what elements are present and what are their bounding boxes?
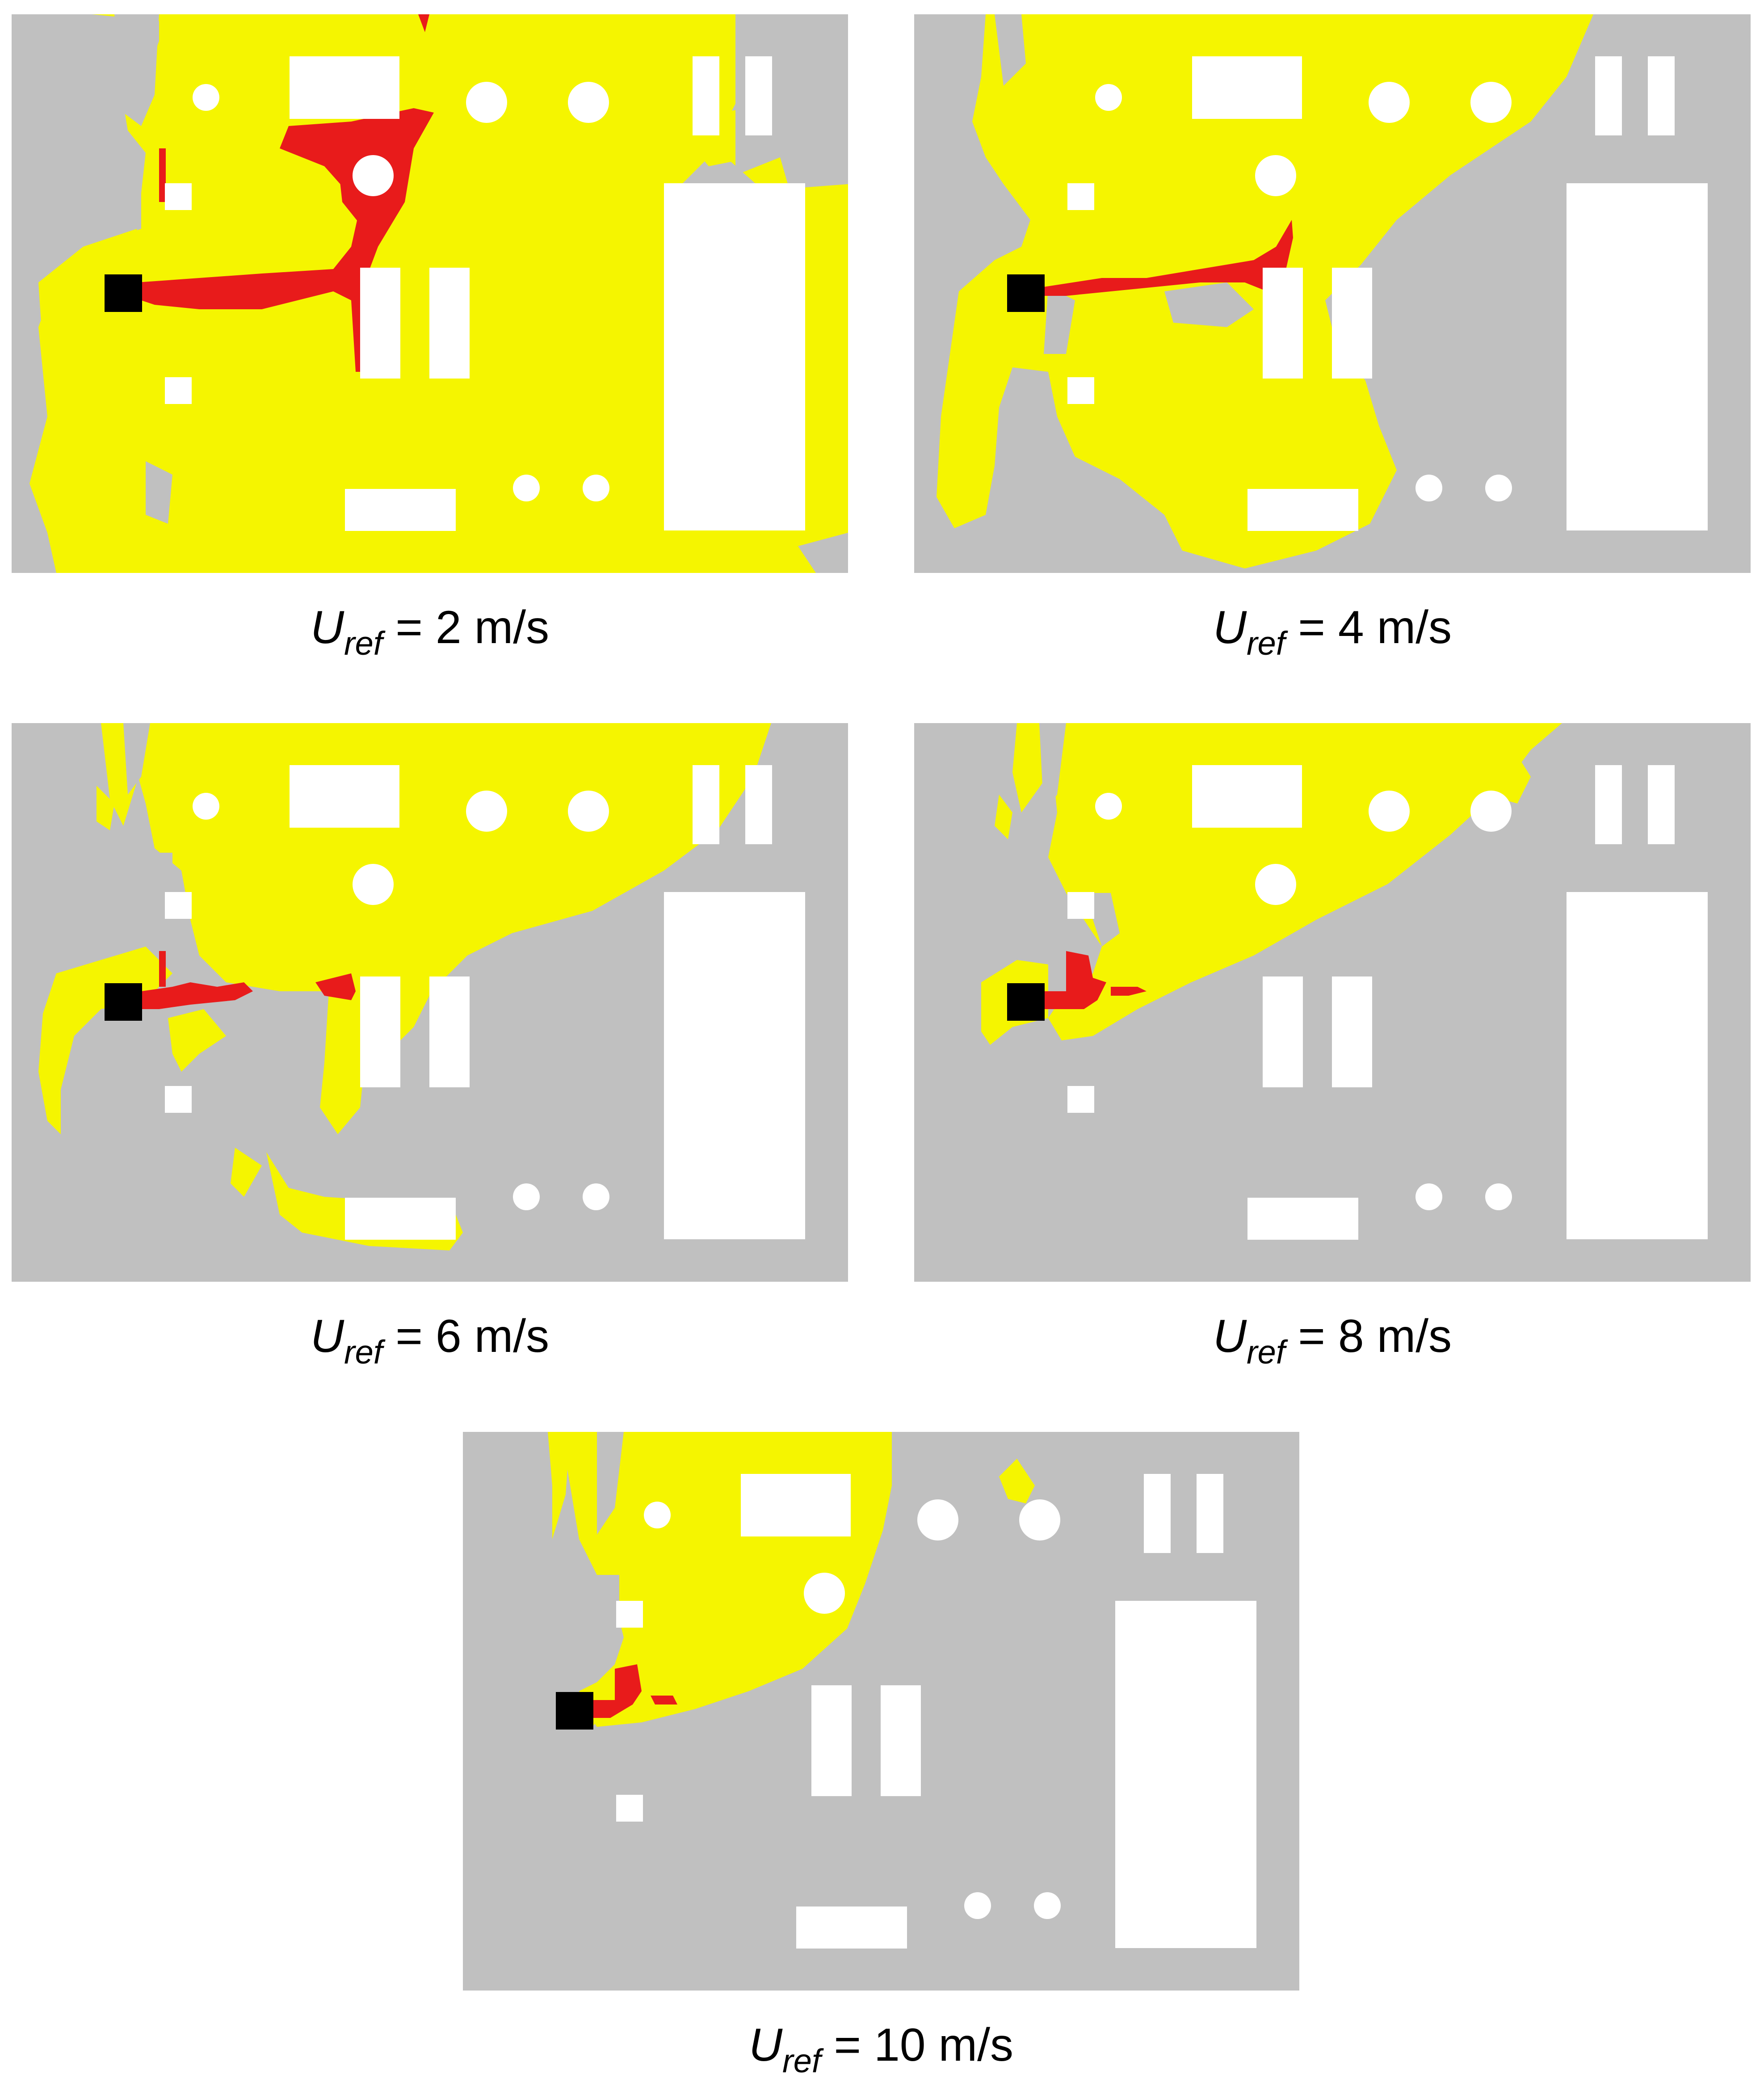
caption-10: Uref = 10 m/s xyxy=(748,2019,1014,2079)
pollutant-source xyxy=(556,1692,593,1730)
red-region xyxy=(1044,220,1293,300)
clear-gaps xyxy=(114,14,848,573)
plume-map-8 xyxy=(914,723,1751,1282)
pollutant-source xyxy=(1007,274,1045,312)
pollutant-source xyxy=(105,274,142,312)
red-region xyxy=(592,1664,677,1718)
plume-map-6 xyxy=(12,723,848,1282)
plume-map-10 xyxy=(463,1432,1299,1991)
caption-2: Uref = 2 m/s xyxy=(310,602,550,662)
pollutant-source xyxy=(1007,983,1045,1021)
plume-map-2 xyxy=(12,14,848,573)
plume-map-4 xyxy=(914,14,1751,573)
red-region xyxy=(141,951,356,1009)
caption-4: Uref = 4 m/s xyxy=(1213,602,1452,662)
pollutant-source xyxy=(105,983,142,1021)
caption-8: Uref = 8 m/s xyxy=(1213,1310,1452,1371)
clear-gaps xyxy=(597,1432,624,1642)
clear-gaps xyxy=(995,14,1254,354)
caption-6: Uref = 6 m/s xyxy=(310,1310,550,1371)
red-region xyxy=(1044,951,1147,1009)
